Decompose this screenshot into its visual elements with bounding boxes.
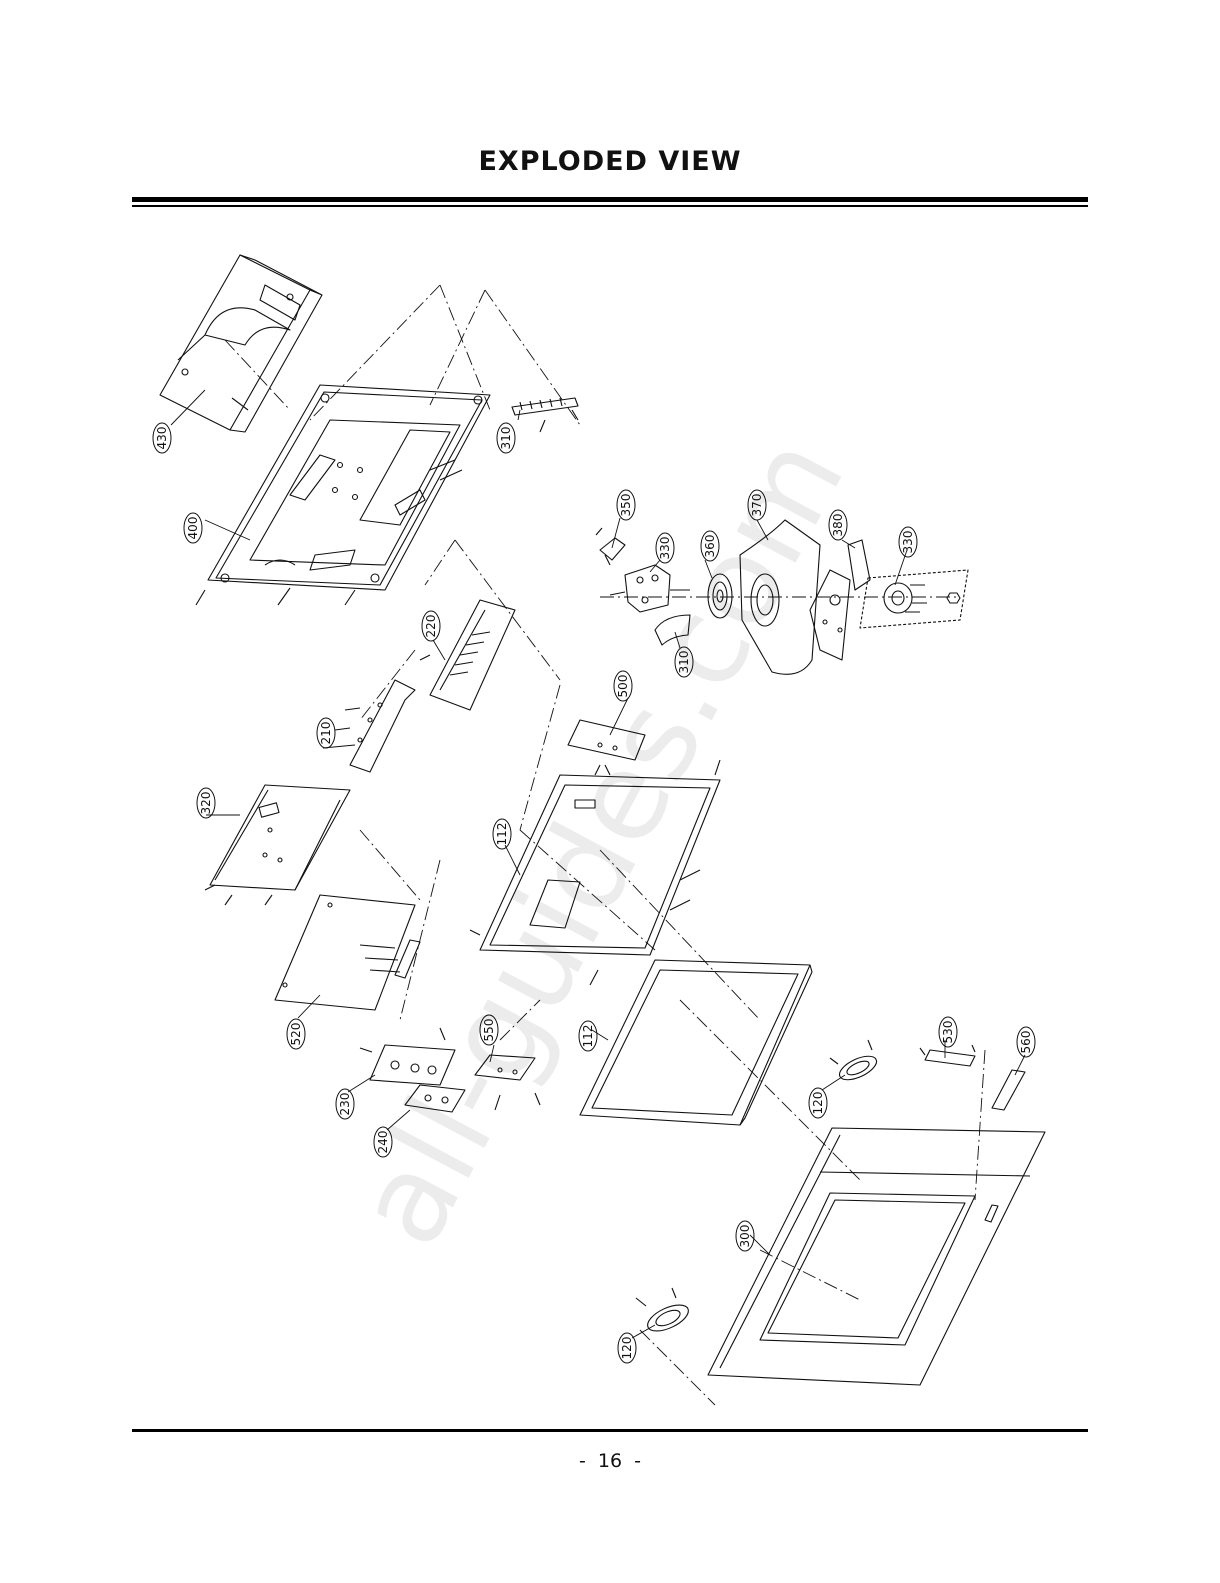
svg-text:310: 310: [677, 651, 691, 674]
callout-300: 300: [736, 1221, 754, 1251]
part-320-shield: [205, 785, 350, 905]
part-112-lcd-panel: [580, 960, 812, 1125]
callout-560: 560: [1017, 1027, 1035, 1057]
part-240-io-plate: [405, 1085, 465, 1112]
part-310-hinge-cover: [655, 615, 690, 645]
callout-120: 120: [618, 1333, 636, 1363]
callout-112: 112: [579, 1021, 597, 1051]
callout-320: 320: [197, 788, 215, 818]
part-230-io-bracket: [360, 1028, 455, 1085]
part-300-front-bezel: [708, 1128, 1045, 1385]
svg-text:380: 380: [831, 514, 845, 537]
svg-text:500: 500: [616, 675, 630, 698]
callout-500: 500: [614, 671, 632, 701]
svg-text:370: 370: [750, 494, 764, 517]
part-112-metal-frame: [470, 760, 720, 985]
callout-210: 210: [317, 718, 335, 748]
svg-text:550: 550: [482, 1019, 496, 1042]
svg-text:240: 240: [376, 1131, 390, 1154]
part-560-button: [992, 1070, 1025, 1110]
part-500-board: [568, 720, 645, 775]
svg-text:520: 520: [289, 1023, 303, 1046]
svg-text:330: 330: [658, 537, 672, 560]
svg-text:120: 120: [811, 1092, 825, 1115]
callout-bubbles: 430 400 310 350 330 360 370 380 330 310 …: [153, 423, 1035, 1363]
part-210-bracket: [335, 680, 415, 772]
part-400-rear-cover: [196, 385, 490, 605]
svg-text:210: 210: [319, 722, 333, 745]
assembly-guide-lines: [225, 285, 985, 1405]
callout-550: 550: [480, 1015, 498, 1045]
svg-text:530: 530: [941, 1021, 955, 1044]
part-120-speaker-right: [830, 1040, 880, 1085]
callout-310: 310: [675, 647, 693, 677]
svg-text:360: 360: [703, 535, 717, 558]
callout-240: 240: [374, 1127, 392, 1157]
svg-text:560: 560: [1019, 1031, 1033, 1054]
callout-112: 112: [493, 819, 511, 849]
svg-text:300: 300: [738, 1225, 752, 1248]
callout-330: 330: [899, 527, 917, 557]
svg-text:220: 220: [424, 615, 438, 638]
callout-430: 430: [153, 423, 171, 453]
part-530-bracket: [920, 1045, 975, 1066]
svg-text:230: 230: [338, 1093, 352, 1116]
callout-120: 120: [809, 1088, 827, 1118]
part-360-swivel: [708, 574, 732, 618]
svg-text:112: 112: [581, 1025, 595, 1048]
part-330-hinge: [610, 565, 690, 612]
callout-220: 220: [422, 611, 440, 641]
callout-330: 330: [656, 533, 674, 563]
svg-text:310: 310: [499, 427, 513, 450]
part-350-hinge-bracket: [596, 528, 625, 565]
part-430-stand-cover: [160, 255, 322, 432]
svg-text:120: 120: [620, 1337, 634, 1360]
svg-text:430: 430: [155, 427, 169, 450]
footer-rule: [132, 1429, 1088, 1432]
callout-360: 360: [701, 531, 719, 561]
callout-520: 520: [287, 1019, 305, 1049]
part-330-stand-mount: [860, 570, 968, 628]
svg-text:400: 400: [186, 517, 200, 540]
part-120-speaker-left: [636, 1288, 692, 1336]
part-550-board: [475, 1055, 540, 1110]
callout-380: 380: [829, 510, 847, 540]
svg-text:112: 112: [495, 823, 509, 846]
svg-text:330: 330: [901, 531, 915, 554]
callout-230: 230: [336, 1089, 354, 1119]
svg-text:320: 320: [199, 792, 213, 815]
callout-310: 310: [497, 423, 515, 453]
callout-350: 350: [617, 490, 635, 520]
svg-text:350: 350: [619, 494, 633, 517]
callout-400: 400: [184, 513, 202, 543]
part-520-main-board: [275, 895, 420, 1010]
callout-370: 370: [748, 490, 766, 520]
part-310-connector-strip: [512, 398, 578, 432]
callout-530: 530: [939, 1017, 957, 1047]
page-number: - 16 -: [0, 1450, 1220, 1472]
